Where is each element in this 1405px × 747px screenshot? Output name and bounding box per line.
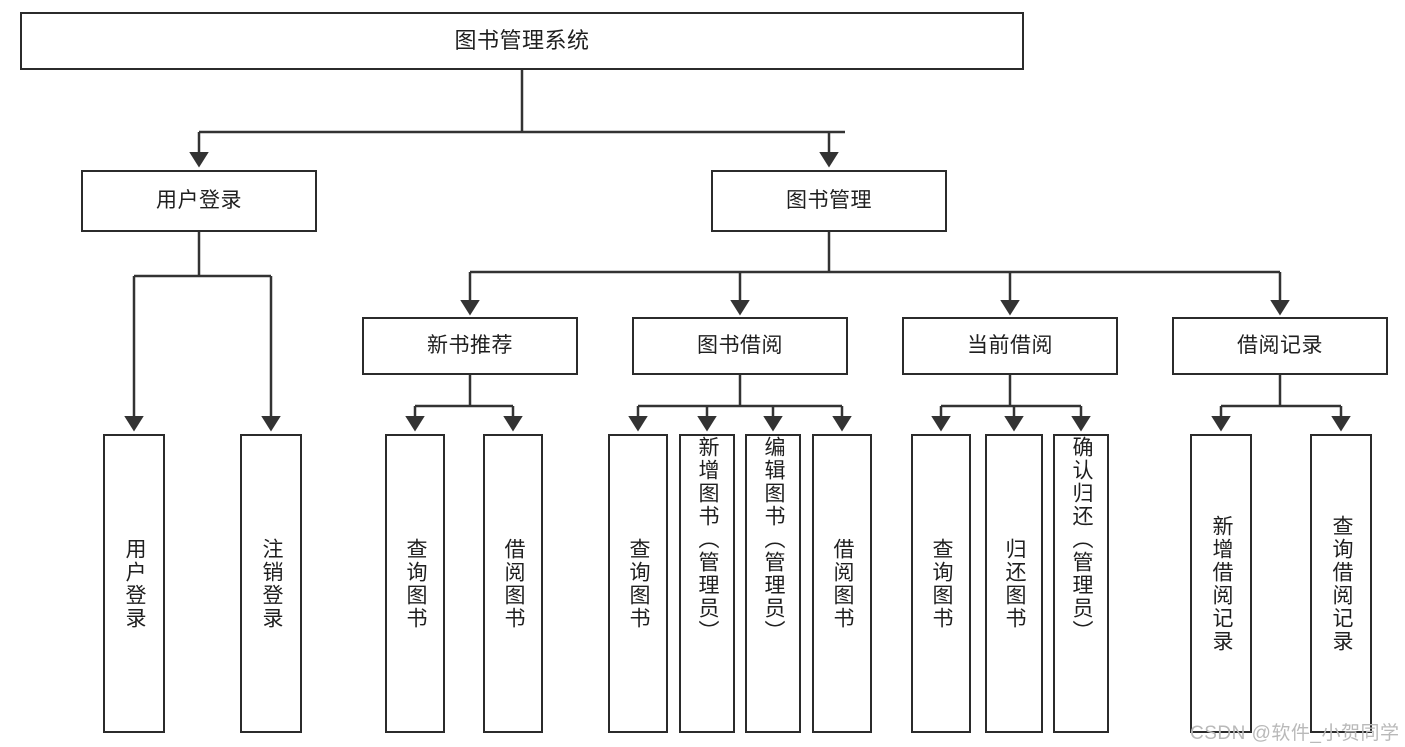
node-book-borrow-label: 图书借阅 [697,333,783,357]
node-leaf-return-book-label: 归还图书 [1003,537,1027,630]
node-leaf-query-borrow-record[interactable]: 查询借阅记录 [1310,434,1372,733]
node-leaf-query-book-current[interactable]: 查询图书 [911,434,971,733]
node-leaf-add-borrow-record[interactable]: 新增借阅记录 [1190,434,1252,733]
node-book-management[interactable]: 图书管理 [711,170,947,232]
node-leaf-query-book-borrow-label: 查询图书 [627,537,651,630]
node-borrow-record-label: 借阅记录 [1237,333,1323,357]
node-leaf-confirm-return-admin[interactable]: 确认归还（管理员） [1053,434,1109,733]
node-book-management-label: 图书管理 [786,188,872,212]
node-leaf-borrow-book-recommend[interactable]: 借阅图书 [483,434,543,733]
node-leaf-borrow-book[interactable]: 借阅图书 [812,434,872,733]
node-leaf-edit-book-admin[interactable]: 编辑图书（管理员） [745,434,801,733]
node-leaf-return-book[interactable]: 归还图书 [985,434,1043,733]
csdn-watermark-text: CSDN @软件_小贺同学 [1190,723,1400,744]
node-new-book-recommend[interactable]: 新书推荐 [362,317,578,375]
node-book-borrow[interactable]: 图书借阅 [632,317,848,375]
node-user-login[interactable]: 用户登录 [81,170,317,232]
node-leaf-query-book-recommend[interactable]: 查询图书 [385,434,445,733]
node-leaf-query-book-recommend-label: 查询图书 [404,537,428,630]
node-leaf-logout[interactable]: 注销登录 [240,434,302,733]
node-leaf-user-login[interactable]: 用户登录 [103,434,165,733]
node-leaf-query-book-current-label: 查询图书 [930,537,954,630]
node-leaf-query-book-borrow[interactable]: 查询图书 [608,434,668,733]
node-leaf-confirm-return-admin-label: 确认归还（管理员） [1070,436,1094,643]
node-new-book-recommend-label: 新书推荐 [427,333,513,357]
node-leaf-add-borrow-record-label: 新增借阅记录 [1210,514,1234,653]
node-leaf-edit-book-admin-label: 编辑图书（管理员） [762,436,786,643]
node-current-borrow[interactable]: 当前借阅 [902,317,1118,375]
node-leaf-borrow-book-recommend-label: 借阅图书 [502,537,526,630]
node-root-label: 图书管理系统 [454,28,590,54]
node-borrow-record[interactable]: 借阅记录 [1172,317,1388,375]
node-leaf-borrow-book-label: 借阅图书 [831,537,855,630]
csdn-watermark: CSDN @软件_小贺同学 [1190,718,1399,745]
node-leaf-add-book-admin[interactable]: 新增图书（管理员） [679,434,735,733]
node-current-borrow-label: 当前借阅 [967,333,1053,357]
node-user-login-label: 用户登录 [156,188,242,212]
node-leaf-add-book-admin-label: 新增图书（管理员） [696,436,720,643]
node-leaf-user-login-label: 用户登录 [123,537,147,630]
node-leaf-logout-label: 注销登录 [260,537,284,630]
node-root-system[interactable]: 图书管理系统 [20,12,1024,70]
node-leaf-query-borrow-record-label: 查询借阅记录 [1330,514,1354,653]
